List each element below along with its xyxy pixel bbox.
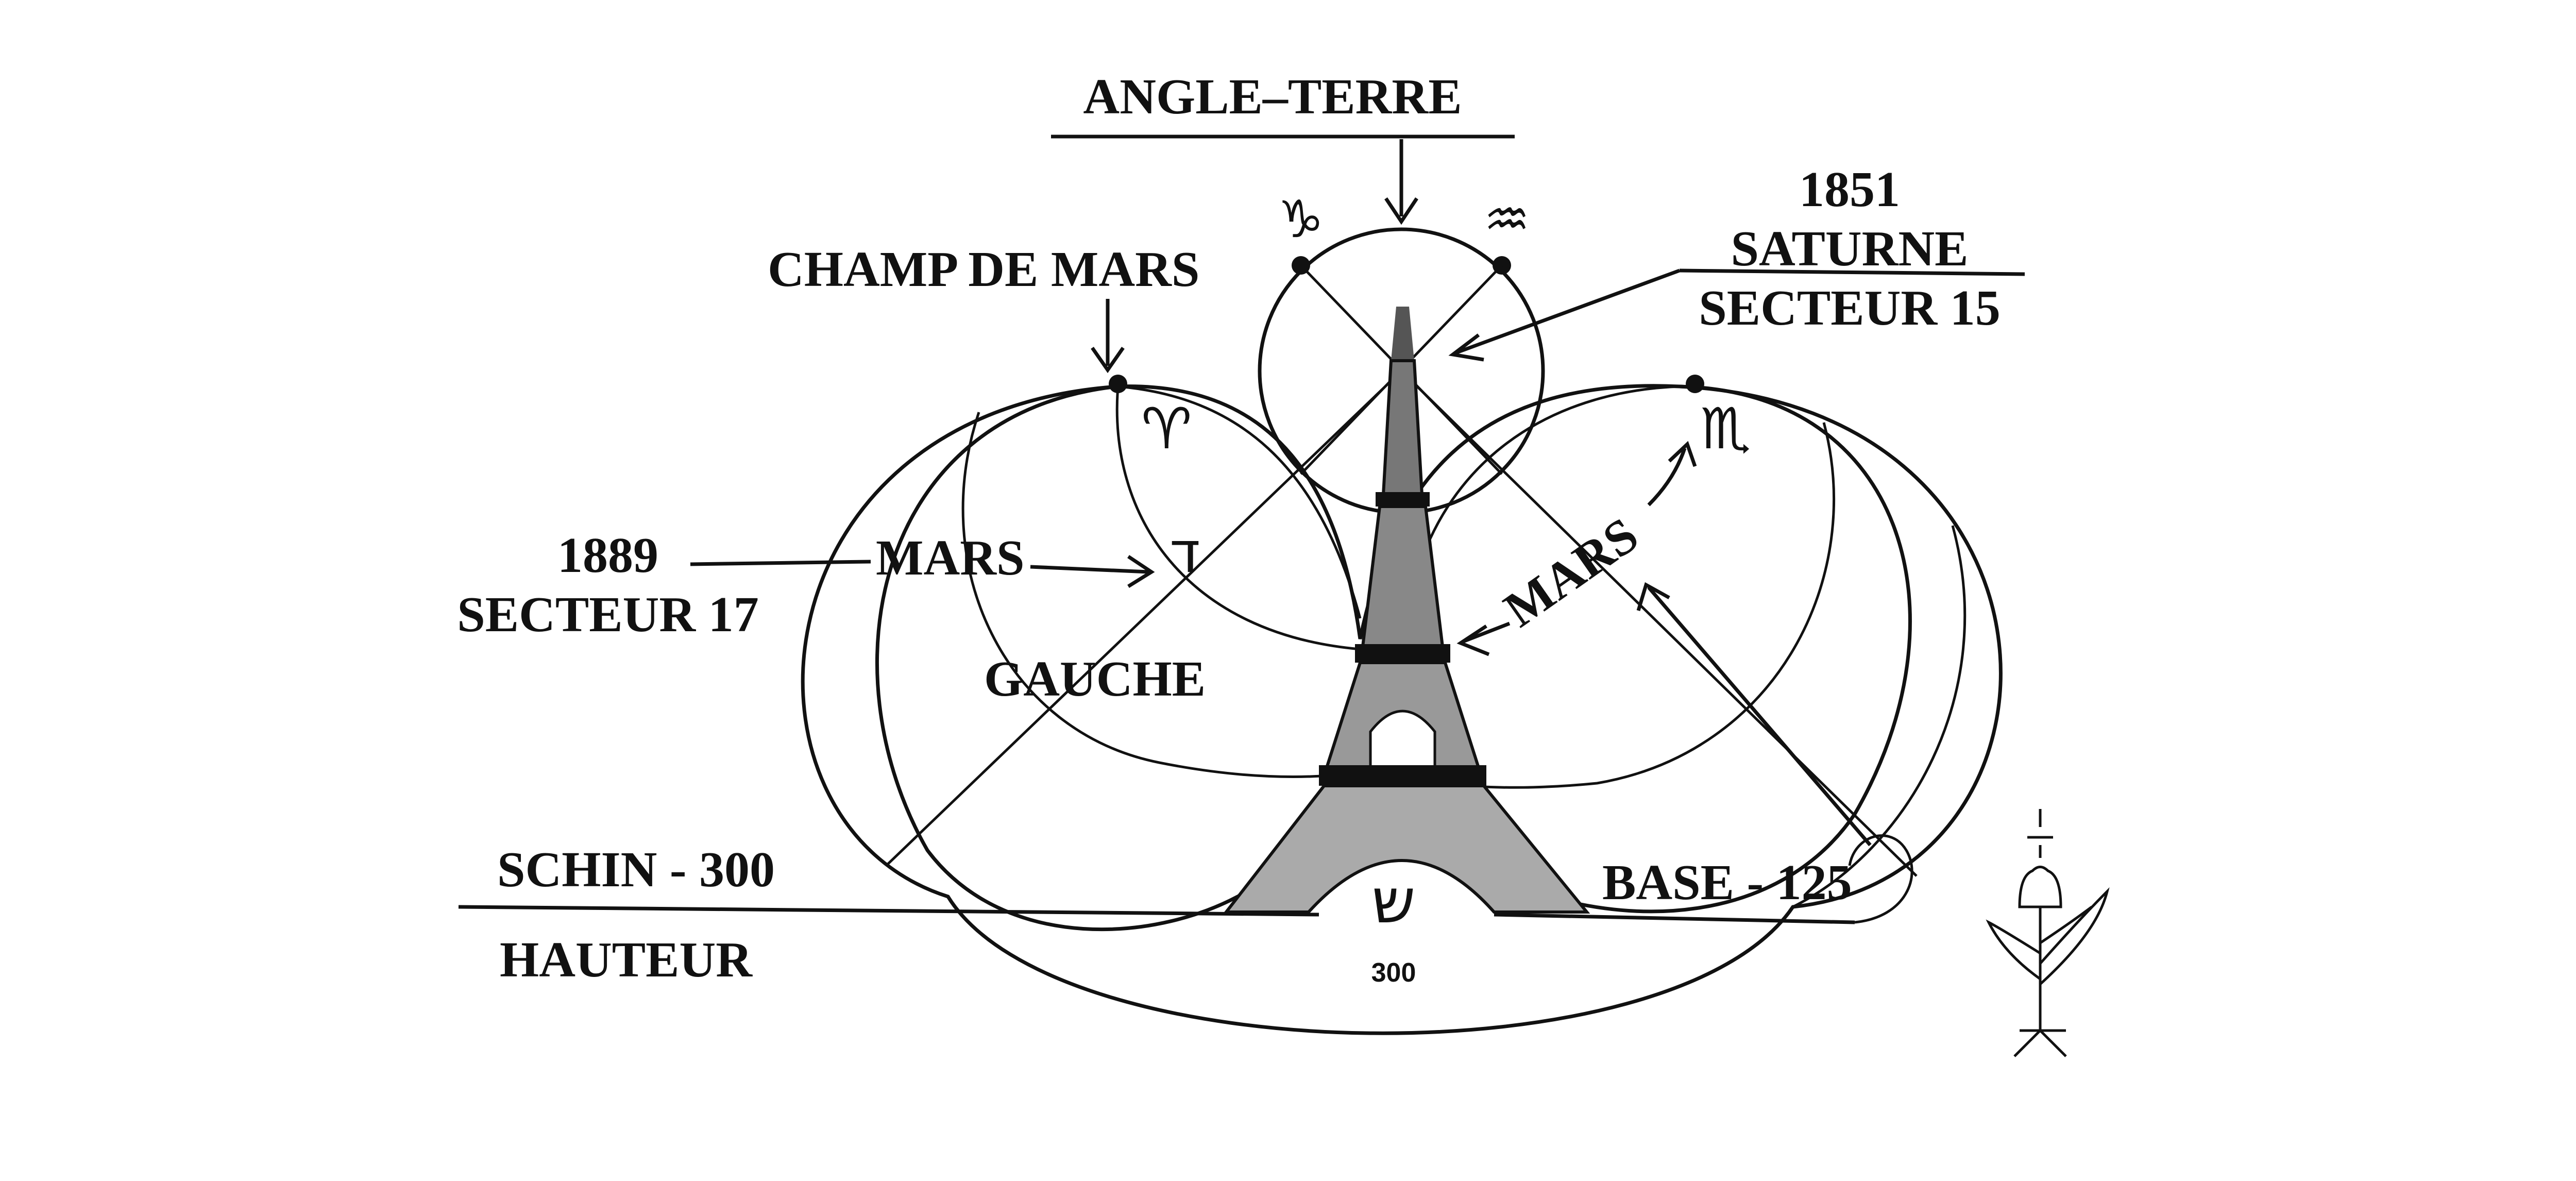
year-1851-label: 1851 <box>1799 162 1900 217</box>
mars-left-label: MARS <box>876 530 1025 586</box>
diagonal-right-long <box>1400 370 1918 877</box>
arrow-mars-right-up <box>1647 441 1697 507</box>
scorpio-icon: ♏ <box>1700 396 1751 462</box>
secteur17-pointer <box>690 560 871 566</box>
champ-de-mars-label: CHAMP DE MARS <box>768 242 1199 297</box>
secteur-15-label: SECTEUR 15 <box>1699 280 2000 336</box>
left-lobe-upper <box>1117 385 1362 619</box>
hauteur-label: HAUTEUR <box>500 932 753 988</box>
left-lobe <box>875 384 1248 932</box>
base-loop <box>1848 834 1913 924</box>
arrow-mars-right-down <box>1456 621 1511 656</box>
year-1889-label: 1889 <box>557 528 658 583</box>
aries-icon: ♈ <box>1141 396 1192 462</box>
diagonal-left-long <box>885 370 1402 867</box>
arrow-lower-right <box>1636 582 1872 847</box>
outer-bowl <box>801 384 2003 1035</box>
ground-line-left <box>458 905 1319 917</box>
champ-de-mars-dot <box>1109 375 1127 393</box>
saturne-label: SATURNE <box>1731 221 1968 277</box>
schin-label: SCHIN - 300 <box>497 842 775 898</box>
angle-terre-label: ANGLE–TERRE <box>1083 69 1462 125</box>
dalet-icon: ד <box>1170 519 1200 585</box>
shin-icon: ש <box>1371 866 1415 937</box>
plant-figure-icon <box>1986 809 2110 1057</box>
arrow-saturne <box>1448 268 1681 362</box>
saturne-underline <box>1679 268 2025 276</box>
secteur-17-label: SECTEUR 17 <box>457 587 758 643</box>
left-inner-arc-1 <box>961 412 1381 778</box>
base-number-label: 300 <box>1371 958 1416 988</box>
mars-right-label: MARS <box>1495 507 1648 638</box>
right-lobe <box>1519 384 1912 914</box>
arrow-champ-de-mars <box>1091 299 1125 374</box>
gauche-label: GAUCHE <box>984 651 1206 707</box>
ground-line-right <box>1494 913 1855 924</box>
arrow-mars-left <box>1030 555 1155 588</box>
eiffel-tower-icon <box>1223 307 1590 914</box>
capricorn-icon: ♑ <box>1278 189 1324 249</box>
right-outer-arc <box>1792 525 1967 908</box>
base-label: BASE - 125 <box>1602 855 1852 910</box>
aquarius-icon: ♒ <box>1484 189 1530 249</box>
arrow-angle-terre <box>1384 139 1418 225</box>
right-lobe-dot <box>1686 375 1704 393</box>
left-inner-arc-2 <box>1115 386 1361 651</box>
